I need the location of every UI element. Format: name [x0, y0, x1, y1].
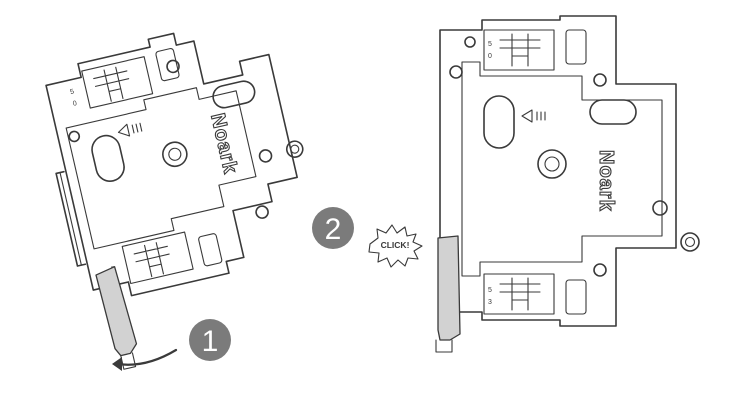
- step-1-badge: 1: [189, 319, 231, 361]
- contact-marking: 0: [72, 100, 77, 108]
- device-tilted: 5 0 5 3 Noark: [45, 32, 304, 370]
- click-label: CLICK!: [381, 240, 410, 250]
- rotate-arrow: [116, 348, 178, 366]
- step-2-number: 2: [325, 213, 342, 246]
- brand-logo: Noark: [595, 150, 617, 212]
- click-burst: CLICK!: [368, 224, 423, 268]
- contact-marking: 3: [488, 299, 492, 306]
- release-lever: [95, 266, 138, 357]
- contact-marking: 5: [488, 287, 492, 294]
- rotate-arrowhead: [112, 357, 122, 371]
- step-1-number: 1: [202, 325, 219, 358]
- breaker-housing: [439, 15, 677, 327]
- device-mounted: 5 0 5 3 Noark: [435, 15, 700, 353]
- breaker-housing: [45, 32, 298, 297]
- contact-marking: 0: [488, 53, 492, 60]
- contact-marking: 5: [488, 41, 492, 48]
- release-lever: [437, 235, 461, 341]
- contact-marking: 5: [70, 88, 75, 96]
- step-2-badge: 2: [312, 207, 354, 249]
